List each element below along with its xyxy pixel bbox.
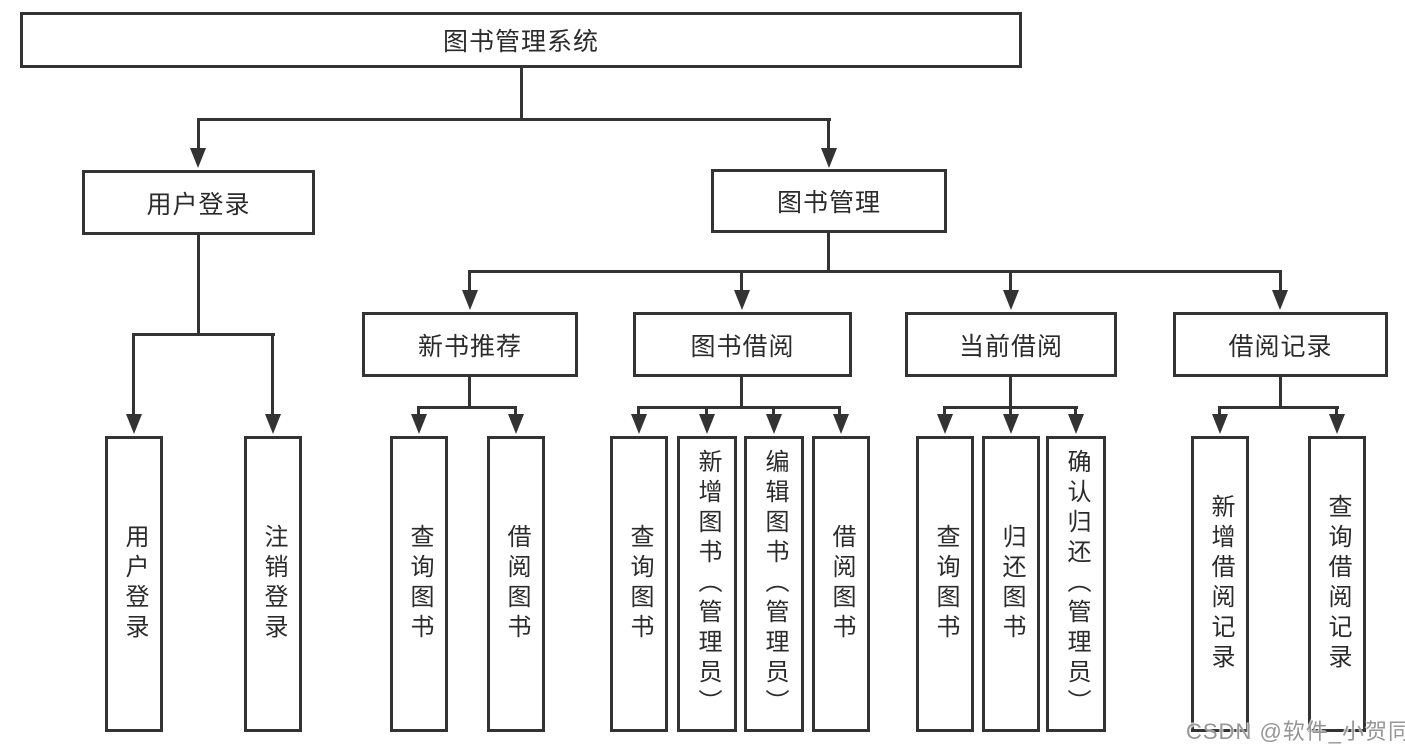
connector-line bbox=[132, 333, 275, 336]
leaf-label: 查询图书 bbox=[626, 524, 653, 644]
csdn-watermark: CSDN @软件_小贺同学 bbox=[1186, 719, 1405, 744]
arrow-down-icon bbox=[833, 414, 849, 434]
connector-line bbox=[827, 233, 830, 273]
connector-line bbox=[1279, 377, 1282, 409]
leaf-user-login: 用户登录 bbox=[105, 436, 163, 732]
connector-line bbox=[943, 406, 946, 418]
leaf-label: 查询图书 bbox=[406, 524, 433, 644]
arrow-down-icon bbox=[411, 414, 427, 434]
arrow-down-icon bbox=[1003, 414, 1019, 434]
leaf-label: 新增图书（管理员） bbox=[694, 449, 721, 719]
leaf-label: 借阅图书 bbox=[828, 524, 855, 644]
leaf-query-borrow-record: 查询借阅记录 bbox=[1308, 436, 1366, 732]
leaf-label: 归还图书 bbox=[998, 524, 1025, 644]
connector-line bbox=[417, 406, 517, 409]
connector-line bbox=[1009, 377, 1012, 409]
leaf-label: 借阅图书 bbox=[503, 524, 530, 644]
node-new-book-recommend: 新书推荐 bbox=[362, 312, 578, 377]
leaf-confirm-return-admin: 确认归还（管理员） bbox=[1046, 436, 1106, 732]
node-book-borrowing: 图书借阅 bbox=[633, 312, 852, 377]
node-borrowing-records: 借阅记录 bbox=[1173, 312, 1388, 377]
leaf-label: 用户登录 bbox=[121, 524, 148, 644]
arrow-down-icon bbox=[821, 148, 837, 168]
leaf-label: 编辑图书（管理员） bbox=[761, 449, 788, 719]
connector-line bbox=[520, 68, 523, 121]
connector-line bbox=[1009, 406, 1012, 418]
arrow-down-icon bbox=[1212, 414, 1228, 434]
connector-line bbox=[1218, 406, 1221, 418]
leaf-borrow-books-recommend: 借阅图书 bbox=[487, 436, 545, 732]
arrow-down-icon bbox=[1272, 290, 1288, 310]
arrow-down-icon bbox=[508, 414, 524, 434]
connector-line bbox=[468, 270, 1282, 273]
connector-line bbox=[514, 406, 517, 418]
leaf-borrow-books: 借阅图书 bbox=[812, 436, 870, 732]
connector-line bbox=[740, 270, 743, 292]
leaf-logout: 注销登录 bbox=[244, 436, 302, 732]
connector-line bbox=[827, 118, 830, 151]
leaf-query-books-borrowing: 查询图书 bbox=[610, 436, 668, 732]
leaf-label: 确认归还（管理员） bbox=[1063, 449, 1090, 719]
leaf-edit-book-admin: 编辑图书（管理员） bbox=[744, 436, 804, 732]
leaf-query-books-current: 查询图书 bbox=[916, 436, 974, 732]
connector-line bbox=[417, 406, 420, 418]
node-root: 图书管理系统 bbox=[20, 12, 1022, 68]
connector-line bbox=[271, 333, 274, 414]
arrow-down-icon bbox=[1068, 414, 1084, 434]
node-user-login: 用户登录 bbox=[82, 170, 315, 235]
connector-line bbox=[1074, 406, 1077, 418]
arrow-down-icon bbox=[1003, 290, 1019, 310]
leaf-add-book-admin: 新增图书（管理员） bbox=[677, 436, 737, 732]
arrow-down-icon bbox=[462, 290, 478, 310]
connector-line bbox=[132, 333, 135, 414]
leaf-query-books-recommend: 查询图书 bbox=[390, 436, 448, 732]
arrow-down-icon bbox=[1329, 414, 1345, 434]
arrow-down-icon bbox=[699, 414, 715, 434]
arrow-down-icon bbox=[126, 414, 142, 434]
connector-line bbox=[468, 377, 471, 409]
arrow-down-icon bbox=[766, 414, 782, 434]
connector-line bbox=[705, 406, 708, 418]
connector-line bbox=[838, 406, 841, 418]
arrow-down-icon bbox=[265, 414, 281, 434]
connector-line bbox=[772, 406, 775, 418]
arrow-down-icon bbox=[734, 290, 750, 310]
leaf-label: 查询借阅记录 bbox=[1324, 494, 1351, 674]
connector-line bbox=[1009, 270, 1012, 292]
connector-line bbox=[1279, 270, 1282, 292]
leaf-add-borrow-record: 新增借阅记录 bbox=[1191, 436, 1249, 732]
leaf-label: 新增借阅记录 bbox=[1207, 494, 1234, 674]
leaf-return-books: 归还图书 bbox=[982, 436, 1040, 732]
arrow-down-icon bbox=[190, 148, 206, 168]
connector-line bbox=[197, 118, 200, 151]
arrow-down-icon bbox=[937, 414, 953, 434]
connector-line bbox=[637, 406, 841, 409]
connector-line bbox=[740, 377, 743, 409]
connector-line bbox=[637, 406, 640, 418]
connector-line bbox=[197, 118, 831, 121]
connector-line bbox=[468, 270, 471, 292]
node-current-borrowing: 当前借阅 bbox=[905, 312, 1117, 377]
connector-line bbox=[197, 234, 200, 336]
connector-line bbox=[1335, 406, 1338, 418]
connector-line bbox=[1218, 406, 1339, 409]
node-book-management: 图书管理 bbox=[711, 169, 947, 233]
leaf-label: 注销登录 bbox=[260, 524, 287, 644]
leaf-label: 查询图书 bbox=[932, 524, 959, 644]
arrow-down-icon bbox=[631, 414, 647, 434]
